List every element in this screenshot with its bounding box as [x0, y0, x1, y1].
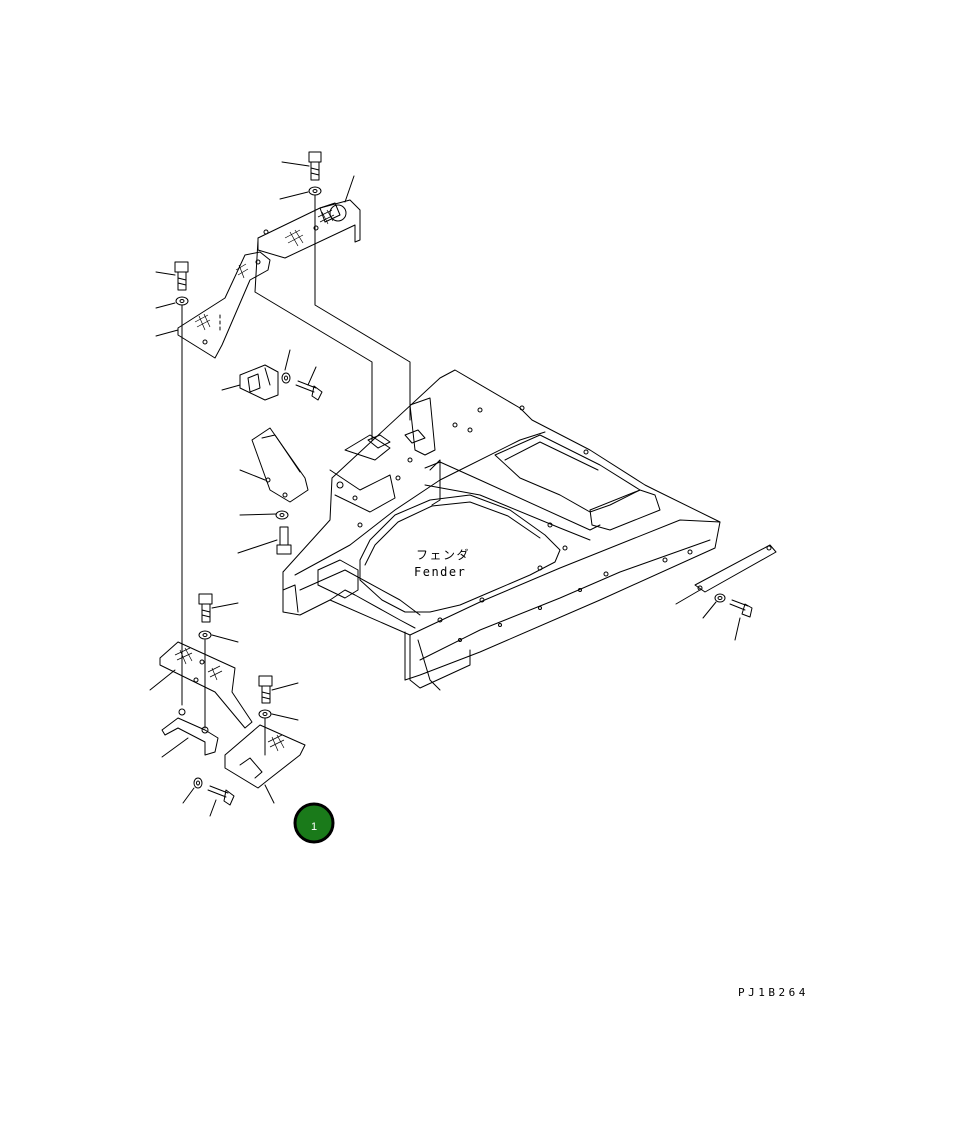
rear-bolt: [729, 599, 753, 618]
upper-step-plate: [257, 199, 361, 259]
small-bracket-upper: [239, 364, 279, 401]
lower-step-plate: [159, 641, 253, 729]
curved-cover: [251, 427, 309, 503]
washer-cover: [275, 510, 289, 520]
washer-lower-right: [258, 709, 272, 719]
bolt-lower-right: [258, 675, 273, 704]
bolt-bottom: [207, 785, 235, 806]
bolt-cover: [276, 526, 292, 555]
leader-lines: [149, 161, 741, 817]
washer-top: [308, 186, 322, 196]
drawing-code: PJ1B264: [738, 986, 809, 999]
washer-upper-left: [175, 296, 189, 306]
washer-bottom: [193, 777, 203, 789]
rear-washer: [714, 593, 726, 603]
upper-left-step-plate: [177, 251, 271, 359]
lower-bracket: [161, 708, 219, 756]
callout-number[interactable]: 1: [311, 821, 317, 833]
callout-circle[interactable]: [293, 802, 335, 844]
fender-label-jp: フェンダ: [416, 547, 470, 562]
bolt-mid-right: [295, 380, 323, 401]
washer-mid-right: [281, 372, 291, 384]
washer-lower-left: [198, 630, 212, 640]
fender-label-en: Fender: [414, 565, 466, 579]
callout-badge[interactable]: 1: [293, 802, 335, 844]
bolt-top: [308, 151, 322, 181]
bolt-upper-left: [174, 261, 189, 291]
bolt-lower-left: [198, 593, 213, 623]
main-frame: [282, 369, 721, 691]
lower-right-step-plate: [224, 724, 306, 789]
